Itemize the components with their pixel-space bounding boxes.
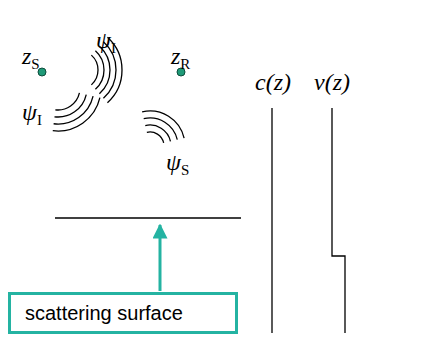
v-profile xyxy=(332,108,345,333)
wavefront-arc xyxy=(142,111,184,138)
callout-box: scattering surface xyxy=(8,292,238,334)
scattering-surface-line xyxy=(55,217,241,218)
wavefront-arc xyxy=(53,98,100,131)
leader-arrow xyxy=(159,225,162,291)
wavefront-arc xyxy=(54,95,86,117)
wavefront-arc xyxy=(99,46,110,94)
axis-label: c(z) xyxy=(255,70,291,94)
symbol-label: ψS xyxy=(166,150,189,178)
callout-text: scattering surface xyxy=(25,301,221,325)
symbol-label: zR xyxy=(171,44,190,72)
wavefronts xyxy=(53,37,184,143)
wavefront-arc xyxy=(145,125,170,141)
symbol-label: ψI xyxy=(96,28,116,56)
wavefront-arc xyxy=(95,51,104,90)
wavefront-arc xyxy=(55,93,79,110)
axis-label: v(z) xyxy=(314,70,350,94)
wavefront-arc xyxy=(147,132,164,143)
symbol-label: zS xyxy=(22,44,40,72)
wavefront-arc xyxy=(144,118,178,140)
wavefront-arc xyxy=(91,55,98,85)
symbol-label: ψI xyxy=(22,100,42,128)
c-profile xyxy=(271,108,272,333)
